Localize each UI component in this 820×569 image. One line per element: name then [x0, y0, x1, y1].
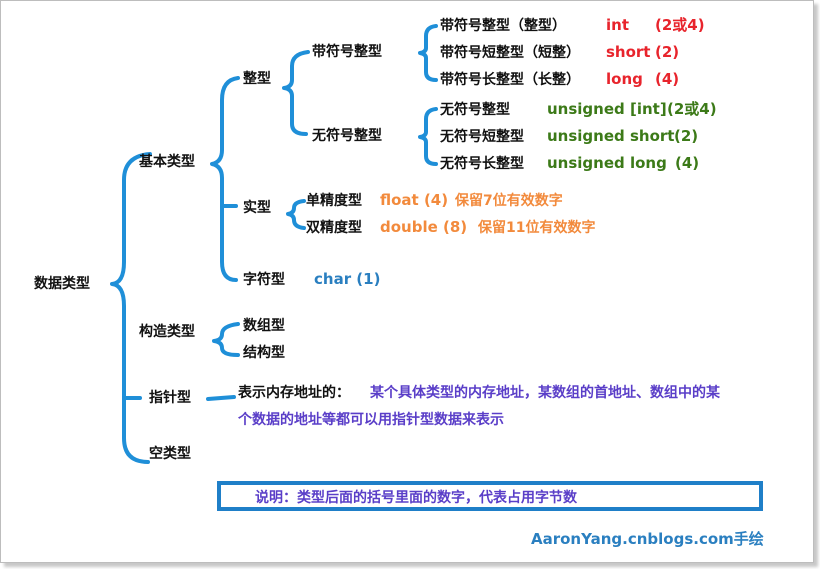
unsigned-short-size: (2) [674, 127, 699, 145]
brace-root [110, 152, 152, 464]
pointer-desc-label: 表示内存地址的： [238, 385, 350, 401]
node-unsigned: 无符号整型 [312, 128, 382, 144]
unsigned-short-name: 无符号短整型 [440, 129, 524, 145]
unsigned-long-type: unsigned long [547, 154, 667, 172]
unsigned-short-type: unsigned short [547, 127, 675, 145]
note-box [217, 481, 763, 511]
real-double-type: double (8) [380, 218, 468, 236]
node-root: 数据类型 [34, 276, 90, 292]
constructed-struct: 结构型 [243, 345, 285, 361]
node-char: 字符型 [243, 272, 285, 288]
brace-unsigned [418, 107, 438, 166]
node-signed: 带符号整型 [312, 44, 382, 60]
signed-short-type: short [606, 43, 651, 61]
real-float-type: float (4) [380, 191, 449, 209]
brace-signed [418, 24, 438, 82]
constructed-array: 数组型 [243, 318, 285, 334]
real-double-desc: 保留11位有效数字 [478, 220, 596, 236]
pointer-desc-line1: 某个具体类型的内存地址，某数组的首地址、数组中的某 [370, 385, 720, 401]
unsigned-long-size: (4) [675, 154, 700, 172]
note-text: 说明：类型后面的括号里面的数字，代表占用字节数 [255, 490, 577, 506]
node-real: 实型 [243, 200, 271, 216]
pointer-desc-line2: 个数据的地址等都可以用指针型数据来表示 [238, 412, 504, 428]
signed-long-type: long [606, 70, 643, 88]
real-double-name: 双精度型 [306, 220, 362, 236]
brace-integer [282, 50, 310, 136]
unsigned-int-type: unsigned [int] [547, 100, 667, 118]
node-pointer: 指针型 [149, 390, 191, 406]
char-type: char (1) [314, 270, 381, 288]
signed-short-size: (2) [655, 43, 680, 61]
node-integer: 整型 [243, 71, 271, 87]
signed-short-name: 带符号短整型（短整） [440, 45, 580, 61]
signed-long-size: (4) [655, 70, 680, 88]
brace-basic [210, 76, 240, 282]
unsigned-long-name: 无符号长整型 [440, 156, 524, 172]
signed-long-name: 带符号长整型（长整） [440, 72, 580, 88]
credit-text: AaronYang.cnblogs.com手绘 [531, 530, 764, 548]
unsigned-int-name: 无符号整型 [440, 102, 510, 118]
real-float-desc: 保留7位有效数字 [455, 193, 563, 209]
node-basic: 基本类型 [139, 154, 195, 170]
brace-constructed [212, 322, 240, 357]
node-constructed: 构造类型 [139, 324, 195, 340]
signed-int-type: int [606, 16, 629, 34]
dash-pointer [206, 395, 236, 401]
unsigned-int-size: (2或4) [667, 100, 717, 118]
signed-int-size: (2或4) [655, 16, 705, 34]
real-float-name: 单精度型 [306, 193, 362, 209]
node-void: 空类型 [149, 446, 191, 462]
signed-int-name: 带符号整型（整型） [440, 18, 566, 34]
brace-real [286, 199, 306, 230]
